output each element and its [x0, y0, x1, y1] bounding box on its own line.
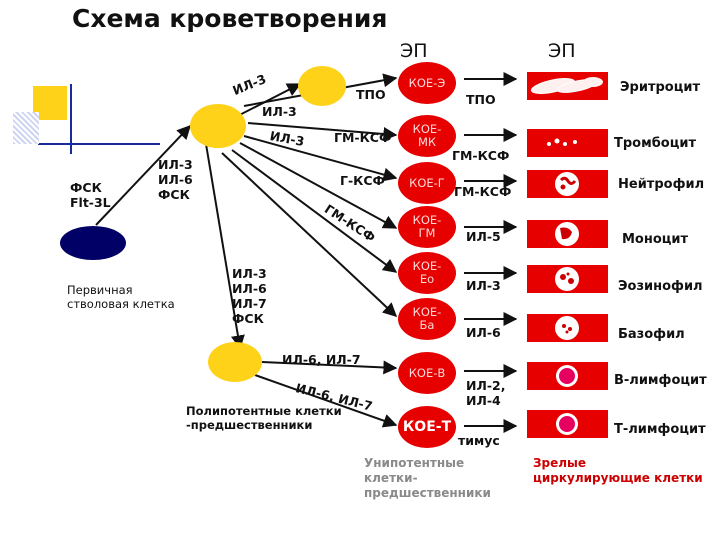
colony-node-megakaryocyte: КОЕ- МК: [398, 115, 456, 157]
fsk-flt3l-label: ФСК Flt-3L: [70, 180, 111, 210]
factor-il2-il4: ИЛ-2, ИЛ-4: [466, 378, 506, 408]
il-stack-1: ИЛ-3 ИЛ-6 ФСК: [158, 157, 193, 202]
colony-node-erythroid: КОЕ-Э: [398, 62, 456, 104]
factor-tpo: ТПО: [466, 92, 496, 107]
colony-node-b: КОЕ-В: [398, 352, 456, 394]
factor-il5: ИЛ-5: [466, 229, 501, 244]
ep-header-right: ЭП: [548, 40, 576, 62]
factor-thymus: тимус: [458, 433, 500, 448]
label-tpo: ТПО: [356, 87, 386, 102]
cell-name-b-lymphocyte: В-лимфоцит: [614, 373, 707, 388]
platelet-icon: [527, 129, 608, 157]
b-lymphocyte-icon: [527, 362, 608, 390]
colony-node-basophil: КОЕ- Ба: [398, 298, 456, 340]
page-title: Схема кроветворения: [72, 4, 388, 33]
factor-il3: ИЛ-3: [466, 278, 501, 293]
erythrocyte-icon: [527, 72, 608, 100]
cell-name-platelet: Тромбоцит: [614, 136, 697, 151]
factor-gm-ksf-1: ГМ-КСФ: [452, 148, 510, 163]
basophil-icon: [527, 314, 608, 342]
colony-node-gm: КОЕ- ГМ: [398, 206, 456, 248]
neutrophil-icon: [527, 170, 608, 198]
unipotent-caption: Унипотентные клетки- предшественники: [364, 456, 491, 500]
deco-check-block: [13, 112, 39, 144]
monocyte-icon: [527, 220, 608, 248]
deco-blue-line-h: [38, 143, 160, 145]
cell-name-t-lymphocyte: Т-лимфоцит: [614, 422, 706, 437]
cell-name-basophil: Базофил: [618, 327, 685, 342]
cell-name-monocyte: Моноцит: [622, 232, 689, 247]
primary-stem-cell-icon: [60, 226, 126, 260]
cell-name-eosinophil: Эозинофил: [618, 279, 703, 294]
polypotent-label: Полипотентные клетки -предшественники: [186, 404, 342, 432]
factor-il6: ИЛ-6: [466, 325, 501, 340]
colony-node-t: КОЕ-Т: [398, 406, 456, 448]
label-il6-il7: ИЛ-6, ИЛ-7: [282, 352, 361, 367]
polypotent-cell-myeloid: [190, 104, 246, 148]
il-stack-2: ИЛ-3 ИЛ-6 ИЛ-7 ФСК: [232, 266, 267, 326]
polypotent-cell-top: [298, 66, 346, 106]
polypotent-cell-lymphoid: [208, 342, 262, 382]
t-lymphocyte-icon: [527, 410, 608, 438]
colony-node-eosinophil: КОЕ- Ео: [398, 252, 456, 294]
ep-header-left: ЭП: [400, 40, 428, 62]
label-g-ksf: Г-КСФ: [340, 173, 385, 188]
cell-name-erythrocyte: Эритроцит: [620, 80, 701, 95]
primary-stem-cell-label: Первичная стволовая клетка: [67, 283, 175, 311]
mature-caption: Зрелые циркулирующие клетки: [533, 456, 703, 485]
label-gm-ksf: ГМ-КСФ: [334, 130, 392, 145]
factor-gm-ksf-2: ГМ-КСФ: [454, 184, 512, 199]
eosinophil-icon: [527, 265, 608, 293]
label-il3: ИЛ-3: [262, 104, 297, 119]
deco-blue-line-v: [70, 84, 72, 154]
colony-node-granulocyte: КОЕ-Г: [398, 162, 456, 204]
cell-name-neutrophil: Нейтрофил: [618, 177, 705, 192]
